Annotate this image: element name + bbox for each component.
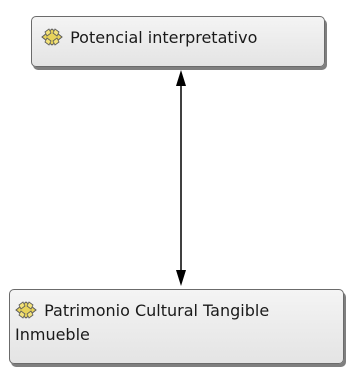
node-patrimonio-cultural-tangible-inmueble[interactable]: Patrimonio Cultural Tangible Inmueble (9, 289, 344, 364)
node-potencial-interpretativo[interactable]: Potencial interpretativo (31, 16, 325, 67)
arrowhead-up (176, 70, 186, 86)
concept-icon (15, 301, 37, 319)
arrowhead-down (176, 270, 186, 286)
node-label: Potencial interpretativo (70, 28, 258, 47)
concept-icon (41, 28, 63, 46)
node-label: Patrimonio Cultural Tangible Inmueble (15, 301, 270, 344)
